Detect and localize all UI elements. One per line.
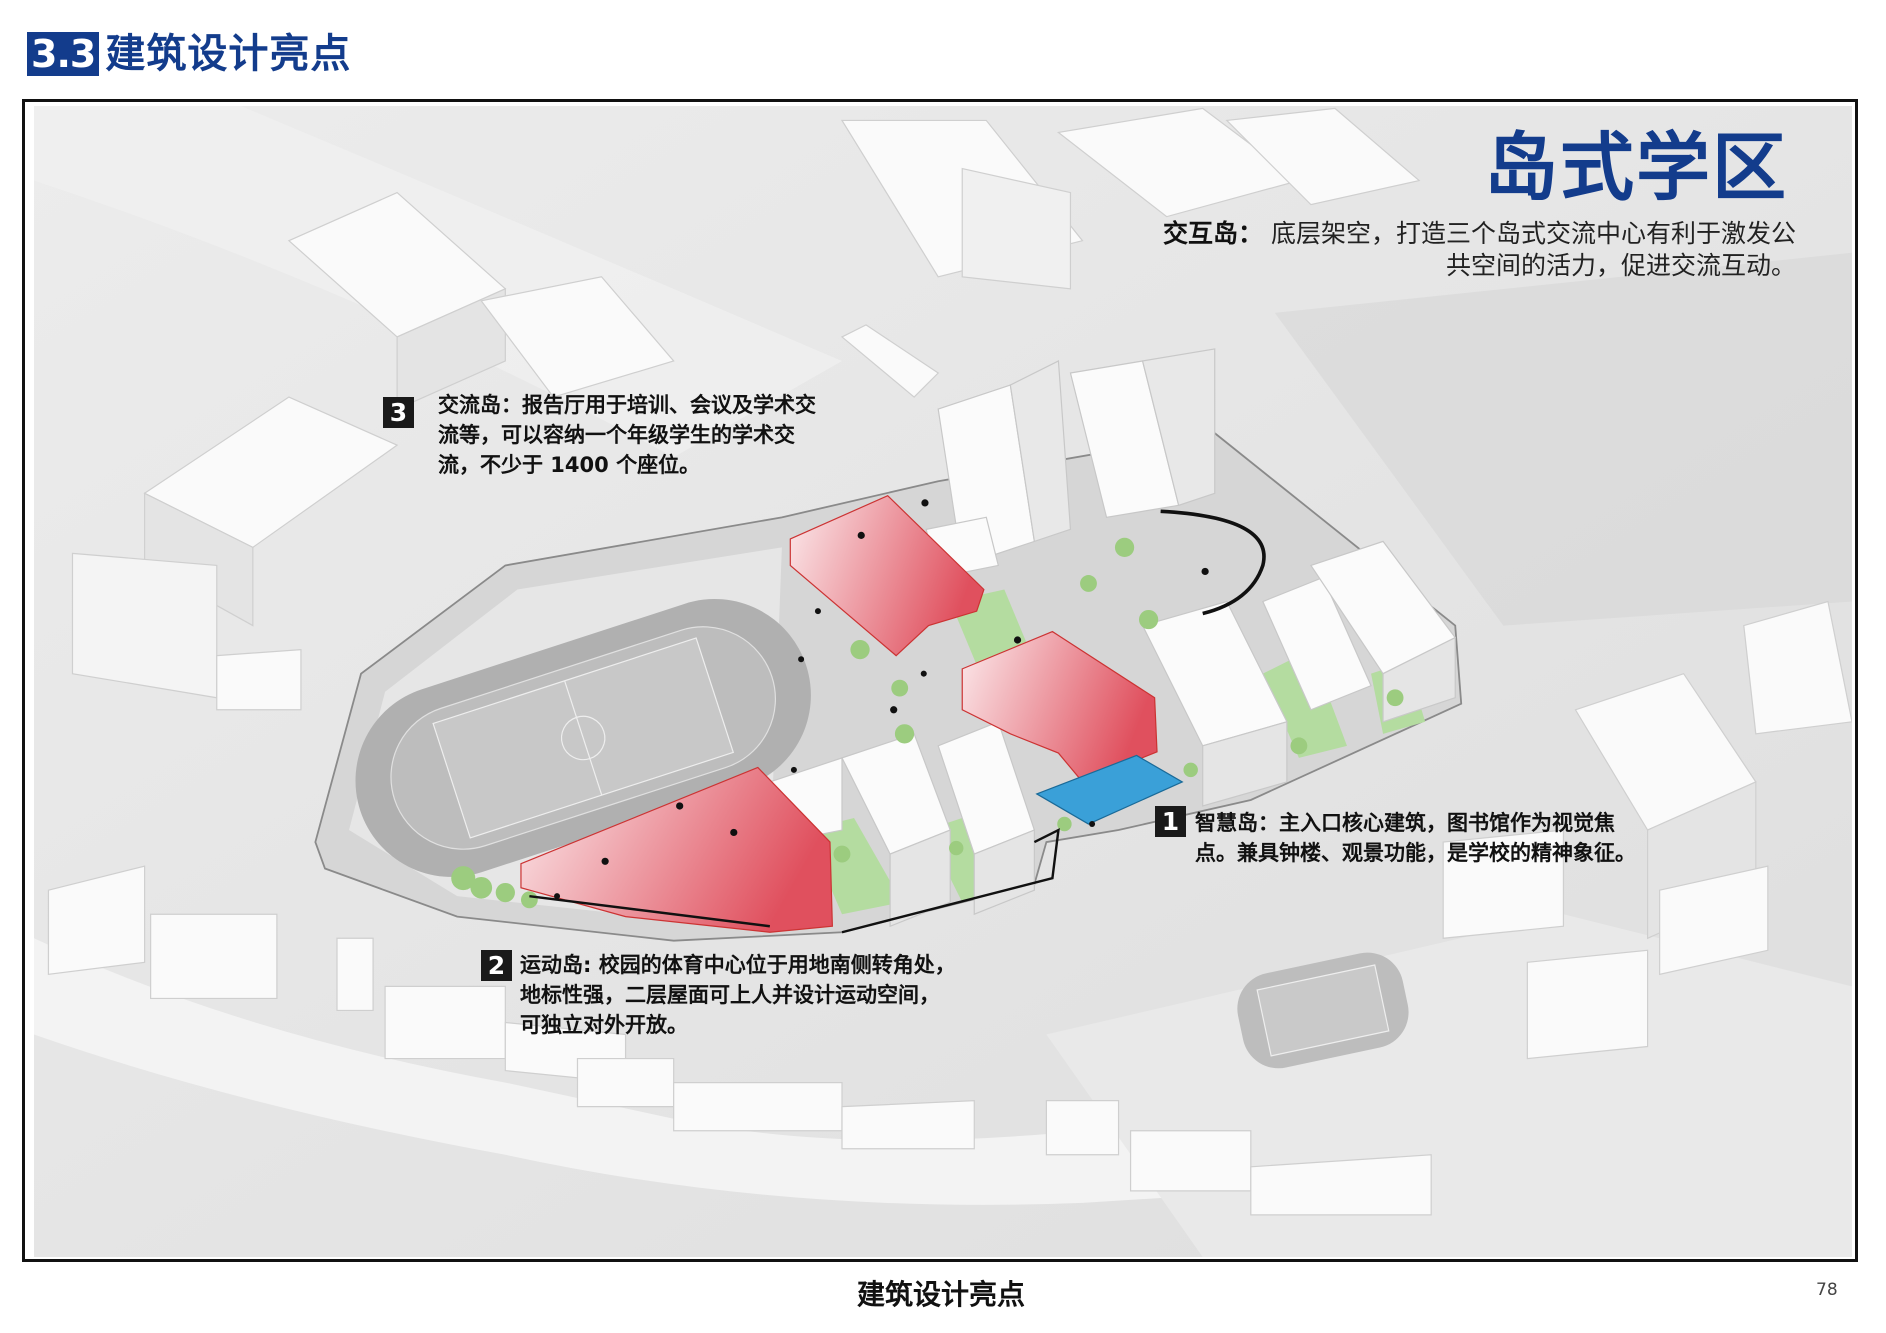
callout-line: 交流岛：报告厅用于培训、会议及学术交 (438, 393, 816, 417)
headline: 岛式学区 (1484, 125, 1788, 211)
callout-line: 点。兼具钟楼、观景功能，是学校的精神象征。 (1195, 841, 1636, 865)
exchange-island-roof (789, 494, 985, 657)
intro-text: 交互岛： 底层架空，打造三个岛式交流中心有利于激发公 共空间的活力，促进交流互动… (1068, 218, 1796, 282)
callout-1: 智慧岛：主入口核心建筑，图书馆作为视觉焦 点。兼具钟楼、观景功能，是学校的精神象… (1195, 808, 1636, 868)
intro-line-2: 共空间的活力，促进交流互动。 (1445, 251, 1796, 280)
intro-label: 交互岛： (1163, 219, 1264, 248)
callout-2: 运动岛: 校园的体育中心位于用地南侧转角处， 地标性强，二层屋面可上人并设计运动… (520, 950, 956, 1040)
figure-frame (22, 99, 1858, 1262)
callout-line: 运动岛: 校园的体育中心位于用地南侧转角处， (520, 953, 956, 977)
section-title: 3.3 建筑设计亮点 (27, 32, 351, 76)
callout-line: 地标性强，二层屋面可上人并设计运动空间， (520, 983, 940, 1007)
section-number: 3.3 (27, 32, 100, 76)
callout-number-2: 2 (481, 950, 512, 981)
library-blue (1035, 754, 1184, 825)
campus-axonometric-drawing (34, 106, 1852, 1257)
intro-line-1: 底层架空，打造三个岛式交流中心有利于激发公 (1270, 219, 1796, 248)
callout-line: 流，不少于 1400 个座位。 (438, 453, 701, 477)
callout-number-1: 1 (1155, 806, 1186, 837)
sports-island-roof (520, 766, 833, 933)
callout-3: 交流岛：报告厅用于培训、会议及学术交 流等，可以容纳一个年级学生的学术交 流，不… (438, 390, 816, 480)
footer-title: 建筑设计亮点 (857, 1278, 1026, 1311)
page-number: 78 (1816, 1280, 1838, 1300)
callout-line: 可独立对外开放。 (520, 1013, 688, 1037)
section-title-text: 建筑设计亮点 (105, 31, 352, 77)
callout-line: 流等，可以容纳一个年级学生的学术交 (438, 423, 795, 447)
callout-line: 智慧岛：主入口核心建筑，图书馆作为视觉焦 (1195, 811, 1615, 835)
callout-number-3: 3 (383, 397, 414, 428)
